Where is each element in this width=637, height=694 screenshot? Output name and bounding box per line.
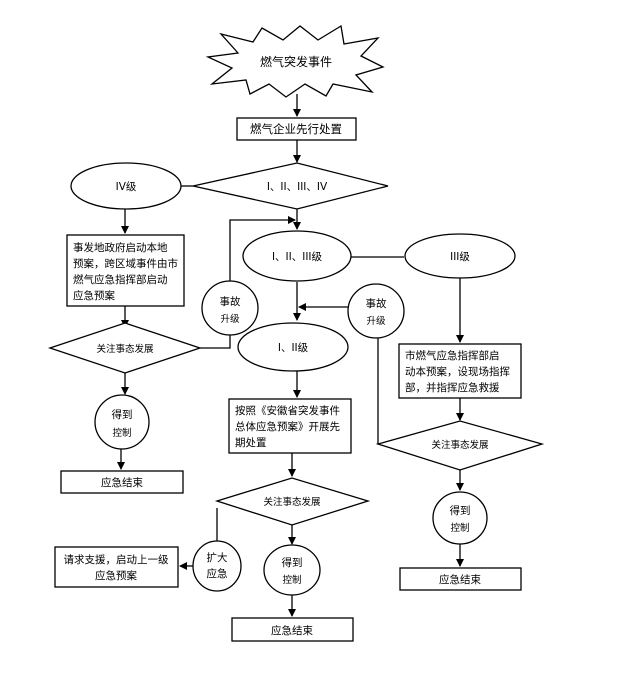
controlled-left-line-2: 控制 <box>112 427 131 439</box>
escalate-mid-line-2: 升级 <box>366 315 386 327</box>
first-response-node: 燃气企业先行处置 <box>236 117 357 141</box>
controlled-right-line-2: 控制 <box>450 522 469 534</box>
expand-line-1: 扩大 <box>207 551 228 564</box>
end-center-node: 应急结束 <box>231 617 354 642</box>
start-label: 燃气突发事件 <box>260 54 332 69</box>
watch-center-label: 关注事态发展 <box>263 496 321 508</box>
local-gov-line-3: 燃气应急指挥部启动 <box>73 273 168 286</box>
expand-line-2: 应急 <box>207 567 228 580</box>
controlled-center-node: 得到 控制 <box>263 544 321 596</box>
provincial-plan-box <box>228 398 352 454</box>
controlled-left-line-1: 得到 <box>112 409 133 421</box>
local-gov-box <box>66 234 185 307</box>
watch-right-diamond <box>375 420 545 471</box>
level-i-ii-ellipse <box>237 322 349 372</box>
watch-left-diamond <box>47 322 203 374</box>
escalate-left-line-2: 升级 <box>220 313 240 325</box>
escalate-mid-node: 事故 升级 <box>347 283 405 339</box>
level-iii-node: III级 <box>404 233 516 279</box>
controlled-center-line-2: 控制 <box>282 574 301 586</box>
end-left-box <box>60 470 184 494</box>
grade-decision-label: I、II、III、IV <box>267 181 328 193</box>
city-plan-line-3: 部，并指挥应急救援 <box>405 381 500 394</box>
local-gov-node: 事发地政府启动本地 预案，跨区域事件由市 燃气应急指挥部启动 应急预案 <box>66 234 185 307</box>
controlled-right-line-1: 得到 <box>450 505 471 517</box>
local-gov-line-4: 应急预案 <box>73 289 115 302</box>
end-left-label: 应急结束 <box>101 476 143 489</box>
city-plan-box <box>398 343 522 399</box>
level-i-ii-iii-label: I、II、III级 <box>272 251 323 263</box>
escalate-mid-line-1: 事故 <box>366 297 387 310</box>
watch-right-node: 关注事态发展 <box>375 420 545 471</box>
end-right-node: 应急结束 <box>399 567 522 591</box>
controlled-left-circle <box>94 394 150 450</box>
watch-right-label: 关注事态发展 <box>431 439 489 451</box>
provincial-plan-line-1: 按照《安徽省突发事件 <box>235 404 340 417</box>
request-support-line-2: 应急预案 <box>95 569 137 582</box>
end-left-node: 应急结束 <box>60 470 184 494</box>
controlled-right-node: 得到 控制 <box>432 491 488 545</box>
request-support-box <box>54 546 179 588</box>
end-right-box <box>399 567 522 591</box>
expand-node: 扩大 应急 <box>192 540 242 592</box>
request-support-line-1: 请求支援，启动上一级 <box>64 553 169 566</box>
end-center-box <box>231 617 354 642</box>
watch-left-label: 关注事态发展 <box>96 343 154 355</box>
connectors <box>117 94 464 617</box>
provincial-plan-line-3: 期处置 <box>235 437 267 449</box>
level-iii-label: III级 <box>450 251 470 263</box>
provincial-plan-node: 按照《安徽省突发事件 总体应急预案》开展先 期处置 <box>228 398 352 454</box>
level-i-ii-label: I、II级 <box>278 342 309 354</box>
controlled-center-circle <box>263 544 321 596</box>
escalate-left-node: 事故 升级 <box>201 280 259 336</box>
provincial-plan-line-2: 总体应急预案》开展先 <box>235 420 340 433</box>
level-i-ii-iii-node: I、II、III级 <box>242 230 352 282</box>
city-plan-node: 市燃气应急指挥部启 动本预案，设现场指挥 部，并指挥应急救援 <box>398 343 522 399</box>
controlled-right-circle <box>432 491 488 545</box>
request-support-node: 请求支援，启动上一级 应急预案 <box>54 546 179 588</box>
level-i-ii-iii-ellipse <box>242 230 352 282</box>
watch-center-diamond <box>214 477 371 526</box>
grade-decision-node: I、II、III、IV <box>192 162 389 210</box>
grade-decision-diamond <box>192 162 389 210</box>
local-gov-line-2: 预案，跨区域事件由市 <box>73 257 178 270</box>
controlled-left-node: 得到 控制 <box>94 394 150 450</box>
controlled-center-line-1: 得到 <box>282 557 303 569</box>
watch-center-node: 关注事态发展 <box>214 477 371 526</box>
level-iii-ellipse <box>404 233 516 279</box>
escalate-left-line-1: 事故 <box>220 295 241 308</box>
end-center-label: 应急结束 <box>271 624 313 637</box>
starburst-shape <box>205 24 385 98</box>
escalate-left-circle <box>201 280 259 336</box>
level-iv-ellipse <box>70 162 182 210</box>
city-plan-line-1: 市燃气应急指挥部启 <box>405 349 500 362</box>
escalate-mid-circle <box>347 283 405 339</box>
level-iv-node: IV级 <box>70 162 182 210</box>
end-right-label: 应急结束 <box>439 573 481 586</box>
first-response-box <box>236 117 357 141</box>
first-response-label: 燃气企业先行处置 <box>250 122 342 136</box>
start-event: 燃气突发事件 <box>205 24 385 98</box>
level-iv-label: IV级 <box>116 181 137 193</box>
expand-circle <box>192 540 242 592</box>
watch-left-node: 关注事态发展 <box>47 322 203 374</box>
local-gov-line-1: 事发地政府启动本地 <box>73 241 168 254</box>
city-plan-line-2: 动本预案，设现场指挥 <box>405 365 510 378</box>
level-i-ii-node: I、II级 <box>237 322 349 372</box>
